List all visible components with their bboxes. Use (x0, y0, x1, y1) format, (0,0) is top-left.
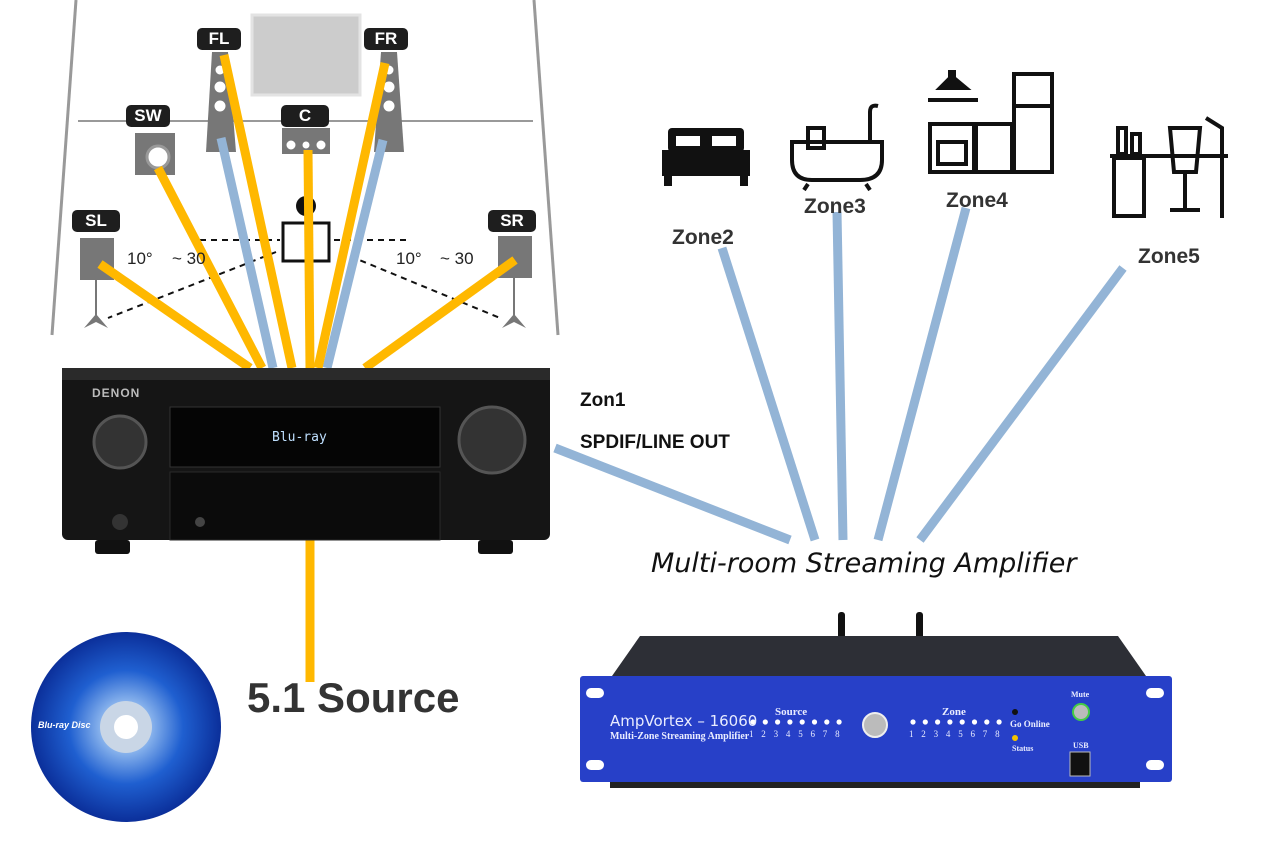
status-label: Status (1012, 744, 1034, 753)
wire-receiver-amp (553, 443, 792, 545)
power-button-amp[interactable] (862, 712, 888, 738)
source-select-knob (92, 414, 148, 470)
zone4-label: Zone4 (946, 189, 1008, 212)
source-channel-number: 5 (798, 729, 803, 739)
source-led (824, 719, 830, 725)
source-led (836, 719, 842, 725)
receiver-brand: DENON (92, 386, 141, 400)
source-led (811, 719, 818, 725)
angle-left-max: ~ 30 (172, 249, 206, 268)
zone-channel-number: 3 (933, 729, 939, 739)
source-channel-number: 2 (761, 729, 766, 739)
go-online-label: Go Online (1010, 719, 1050, 729)
source-channel-number: 6 (810, 729, 816, 739)
speaker-label-fl: FL (197, 28, 241, 50)
source-led (775, 719, 781, 725)
speaker-label-c: C (281, 105, 329, 127)
source-led (799, 719, 805, 725)
angle-right-max: ~ 30 (440, 249, 474, 268)
wire-fr-zone (322, 138, 388, 370)
zone-led (959, 719, 965, 725)
master-volume-knob (457, 405, 527, 475)
usb-port[interactable] (1069, 751, 1091, 777)
desk-icon (1110, 116, 1228, 218)
amp-subtitle: Multi-Zone Streaming Amplifier (610, 731, 750, 742)
amp-leds (750, 719, 1002, 725)
zone-led (935, 719, 941, 725)
zone-group-label: Zone (942, 706, 966, 718)
source-group-label: Source (775, 706, 808, 718)
speaker-label-sw: SW (126, 105, 170, 127)
source-label: 5.1 Source (247, 674, 460, 721)
zone-led (971, 719, 978, 725)
angle-left-min: 10° (127, 249, 153, 268)
source-led (762, 719, 768, 725)
wire-fl-zone (216, 137, 278, 369)
zone2-label: Zone2 (672, 226, 734, 249)
zone-channel-number: 4 (945, 729, 951, 739)
bathtub-icon (790, 103, 884, 192)
source-channel-number: 1 (749, 729, 754, 739)
source-channel-number: 3 (773, 729, 779, 739)
power-button (112, 514, 128, 530)
wire-fl (219, 54, 297, 369)
receiver-display: Blu-ray (272, 430, 327, 445)
zone-led (947, 719, 953, 725)
wire-zone2 (717, 246, 820, 542)
speaker-label-sl: SL (72, 210, 120, 232)
mute-button[interactable] (1072, 703, 1090, 721)
wire-zone3 (832, 211, 848, 541)
speaker-wires (97, 54, 518, 682)
zone1-label: Zon1 (580, 390, 626, 411)
source-led (787, 719, 793, 725)
zone5-label: Zone5 (1138, 245, 1200, 268)
mute-label: Mute (1071, 690, 1090, 699)
amplifier-caption: Multi-room Streaming Amplifier (651, 548, 1077, 579)
source-channel-number: 7 (822, 729, 828, 739)
zone-channel-number: 8 (995, 729, 1000, 739)
zone3-label: Zone3 (804, 195, 866, 218)
source-channel-number: 8 (835, 729, 840, 739)
wire-sr (362, 256, 518, 372)
av-receiver (62, 368, 550, 554)
source-channel-number: 4 (785, 729, 791, 739)
streaming-amplifier (580, 612, 1172, 788)
zone-channel-number: 6 (970, 729, 976, 739)
zone-led (996, 719, 1002, 725)
usb-label: USB (1073, 741, 1089, 750)
network-wires (216, 137, 1127, 545)
wire-fr (313, 62, 390, 369)
zone-channel-number: 5 (958, 729, 963, 739)
zone-led (922, 719, 928, 725)
kitchen-icon (928, 70, 1054, 174)
wire-c (303, 149, 315, 369)
wire-sl (97, 260, 253, 372)
zone-led (910, 719, 916, 725)
tv-screen (250, 13, 362, 97)
zone-led (984, 719, 990, 725)
zone-channel-number: 2 (921, 729, 926, 739)
zone-channel-number: 7 (982, 729, 988, 739)
wire-sw (154, 165, 266, 371)
source-led (750, 719, 756, 725)
angle-right-min: 10° (396, 249, 422, 268)
amp-model: AmpVortex – 16060 (610, 712, 758, 730)
output-label: SPDIF/LINE OUT (580, 432, 730, 453)
wire-zone5 (916, 265, 1127, 543)
zone-channel-number: 1 (909, 729, 914, 739)
speaker-label-fr: FR (364, 28, 408, 50)
bluray-disc (31, 632, 221, 822)
bed-icon (662, 128, 750, 186)
wire-zone4 (873, 206, 971, 542)
speaker-label-sr: SR (488, 210, 536, 232)
disc-logo: Blu-ray Disc (38, 720, 91, 730)
